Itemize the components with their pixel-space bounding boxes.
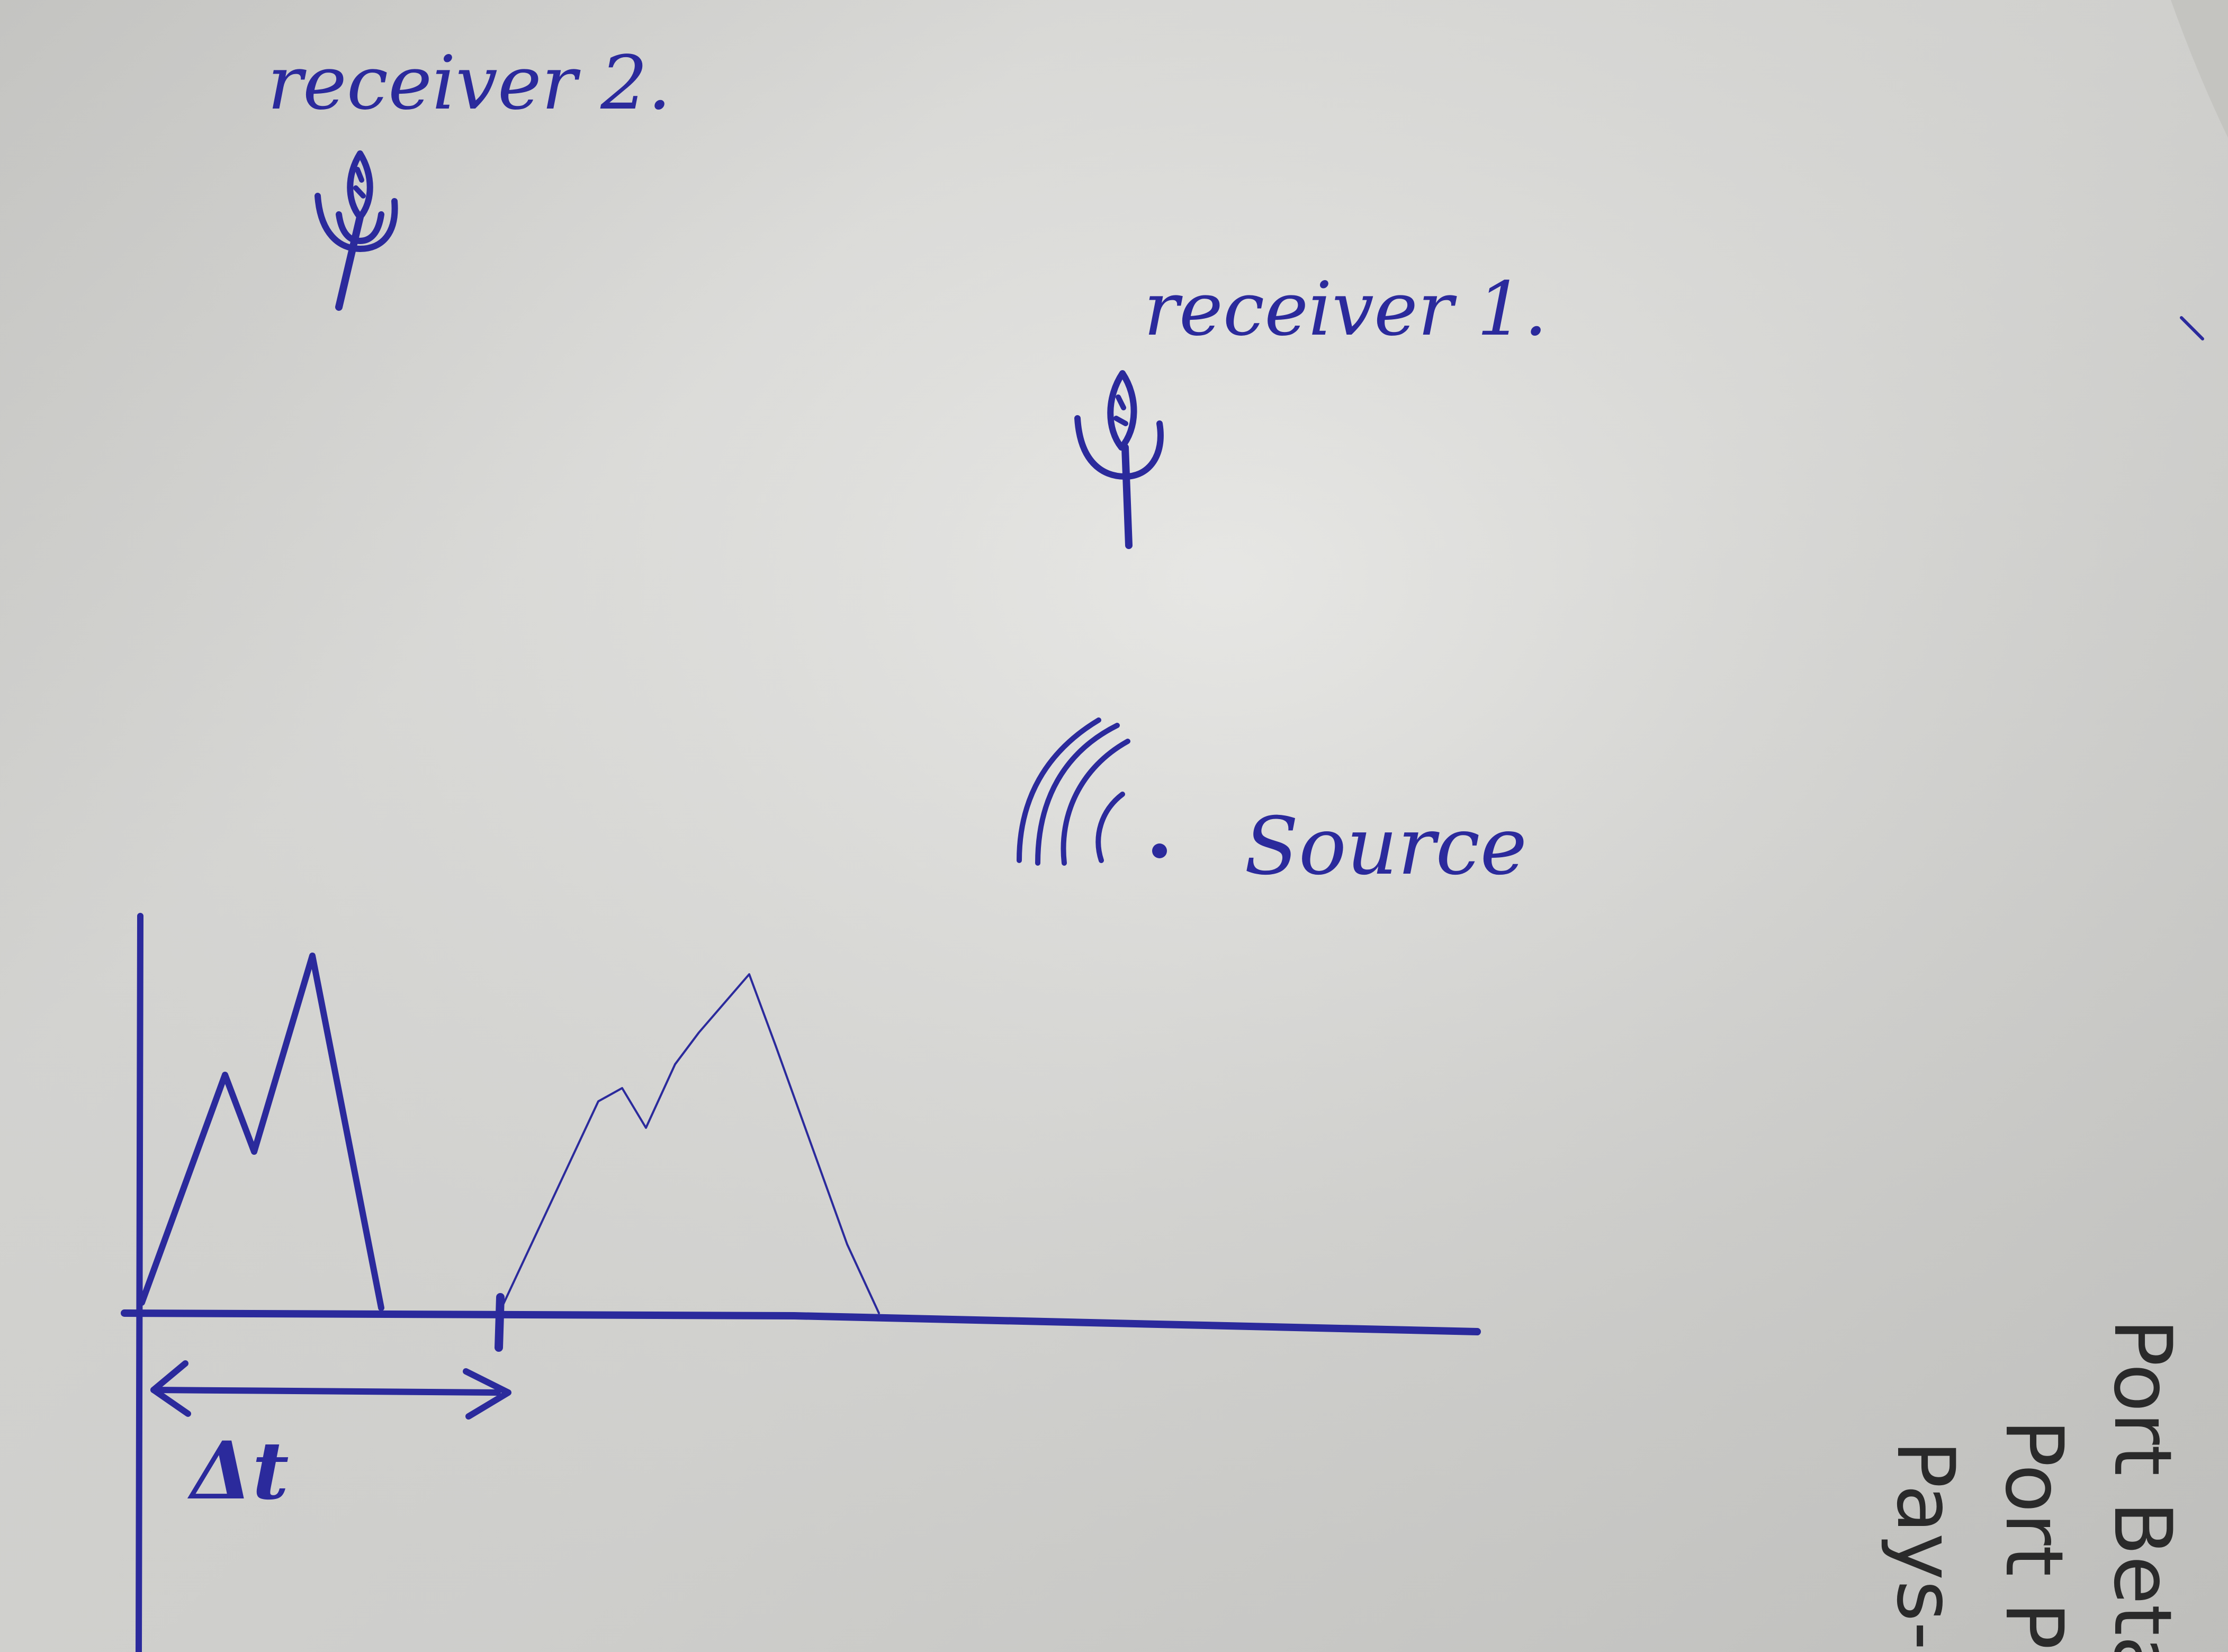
- microphone-icon: [315, 150, 398, 311]
- receiver-1: receiver 1.: [1074, 266, 1548, 549]
- arrow-head-right: [463, 1368, 511, 1420]
- printed-line-3: Pays-: [1879, 1440, 1971, 1650]
- paper-fold: [2171, 0, 2228, 138]
- receiver-2: receiver 2.: [267, 40, 671, 311]
- plot-vertical-axis: [136, 913, 143, 1652]
- receiver-2-label: receiver 2.: [267, 40, 671, 127]
- sound-waves-icon: [1017, 717, 1167, 866]
- printed-margin-text: Port Beta Port P Pays-: [1879, 1318, 2188, 1652]
- microphone-icon: [1074, 370, 1164, 549]
- signal-onset-tick: [495, 1293, 505, 1352]
- arrow-head-left: [150, 1360, 191, 1417]
- signal-receiver-1: [139, 953, 384, 1311]
- delta-t-arrow: [150, 1387, 501, 1396]
- signal-plot: Δt: [121, 913, 1481, 1652]
- plot-time-axis: [121, 1309, 1481, 1335]
- delta-t-label: Δt: [187, 1424, 289, 1518]
- printed-line-2: Port P: [1988, 1419, 2080, 1650]
- source-dot: [1152, 843, 1167, 858]
- source: Source: [1017, 717, 1527, 893]
- receiver-1-label: receiver 1.: [1144, 266, 1548, 353]
- signal-receiver-2: [499, 973, 880, 1314]
- printed-line-1: Port Beta: [2096, 1318, 2188, 1652]
- source-label: Source: [1244, 801, 1527, 893]
- paper-nick: [2180, 316, 2204, 340]
